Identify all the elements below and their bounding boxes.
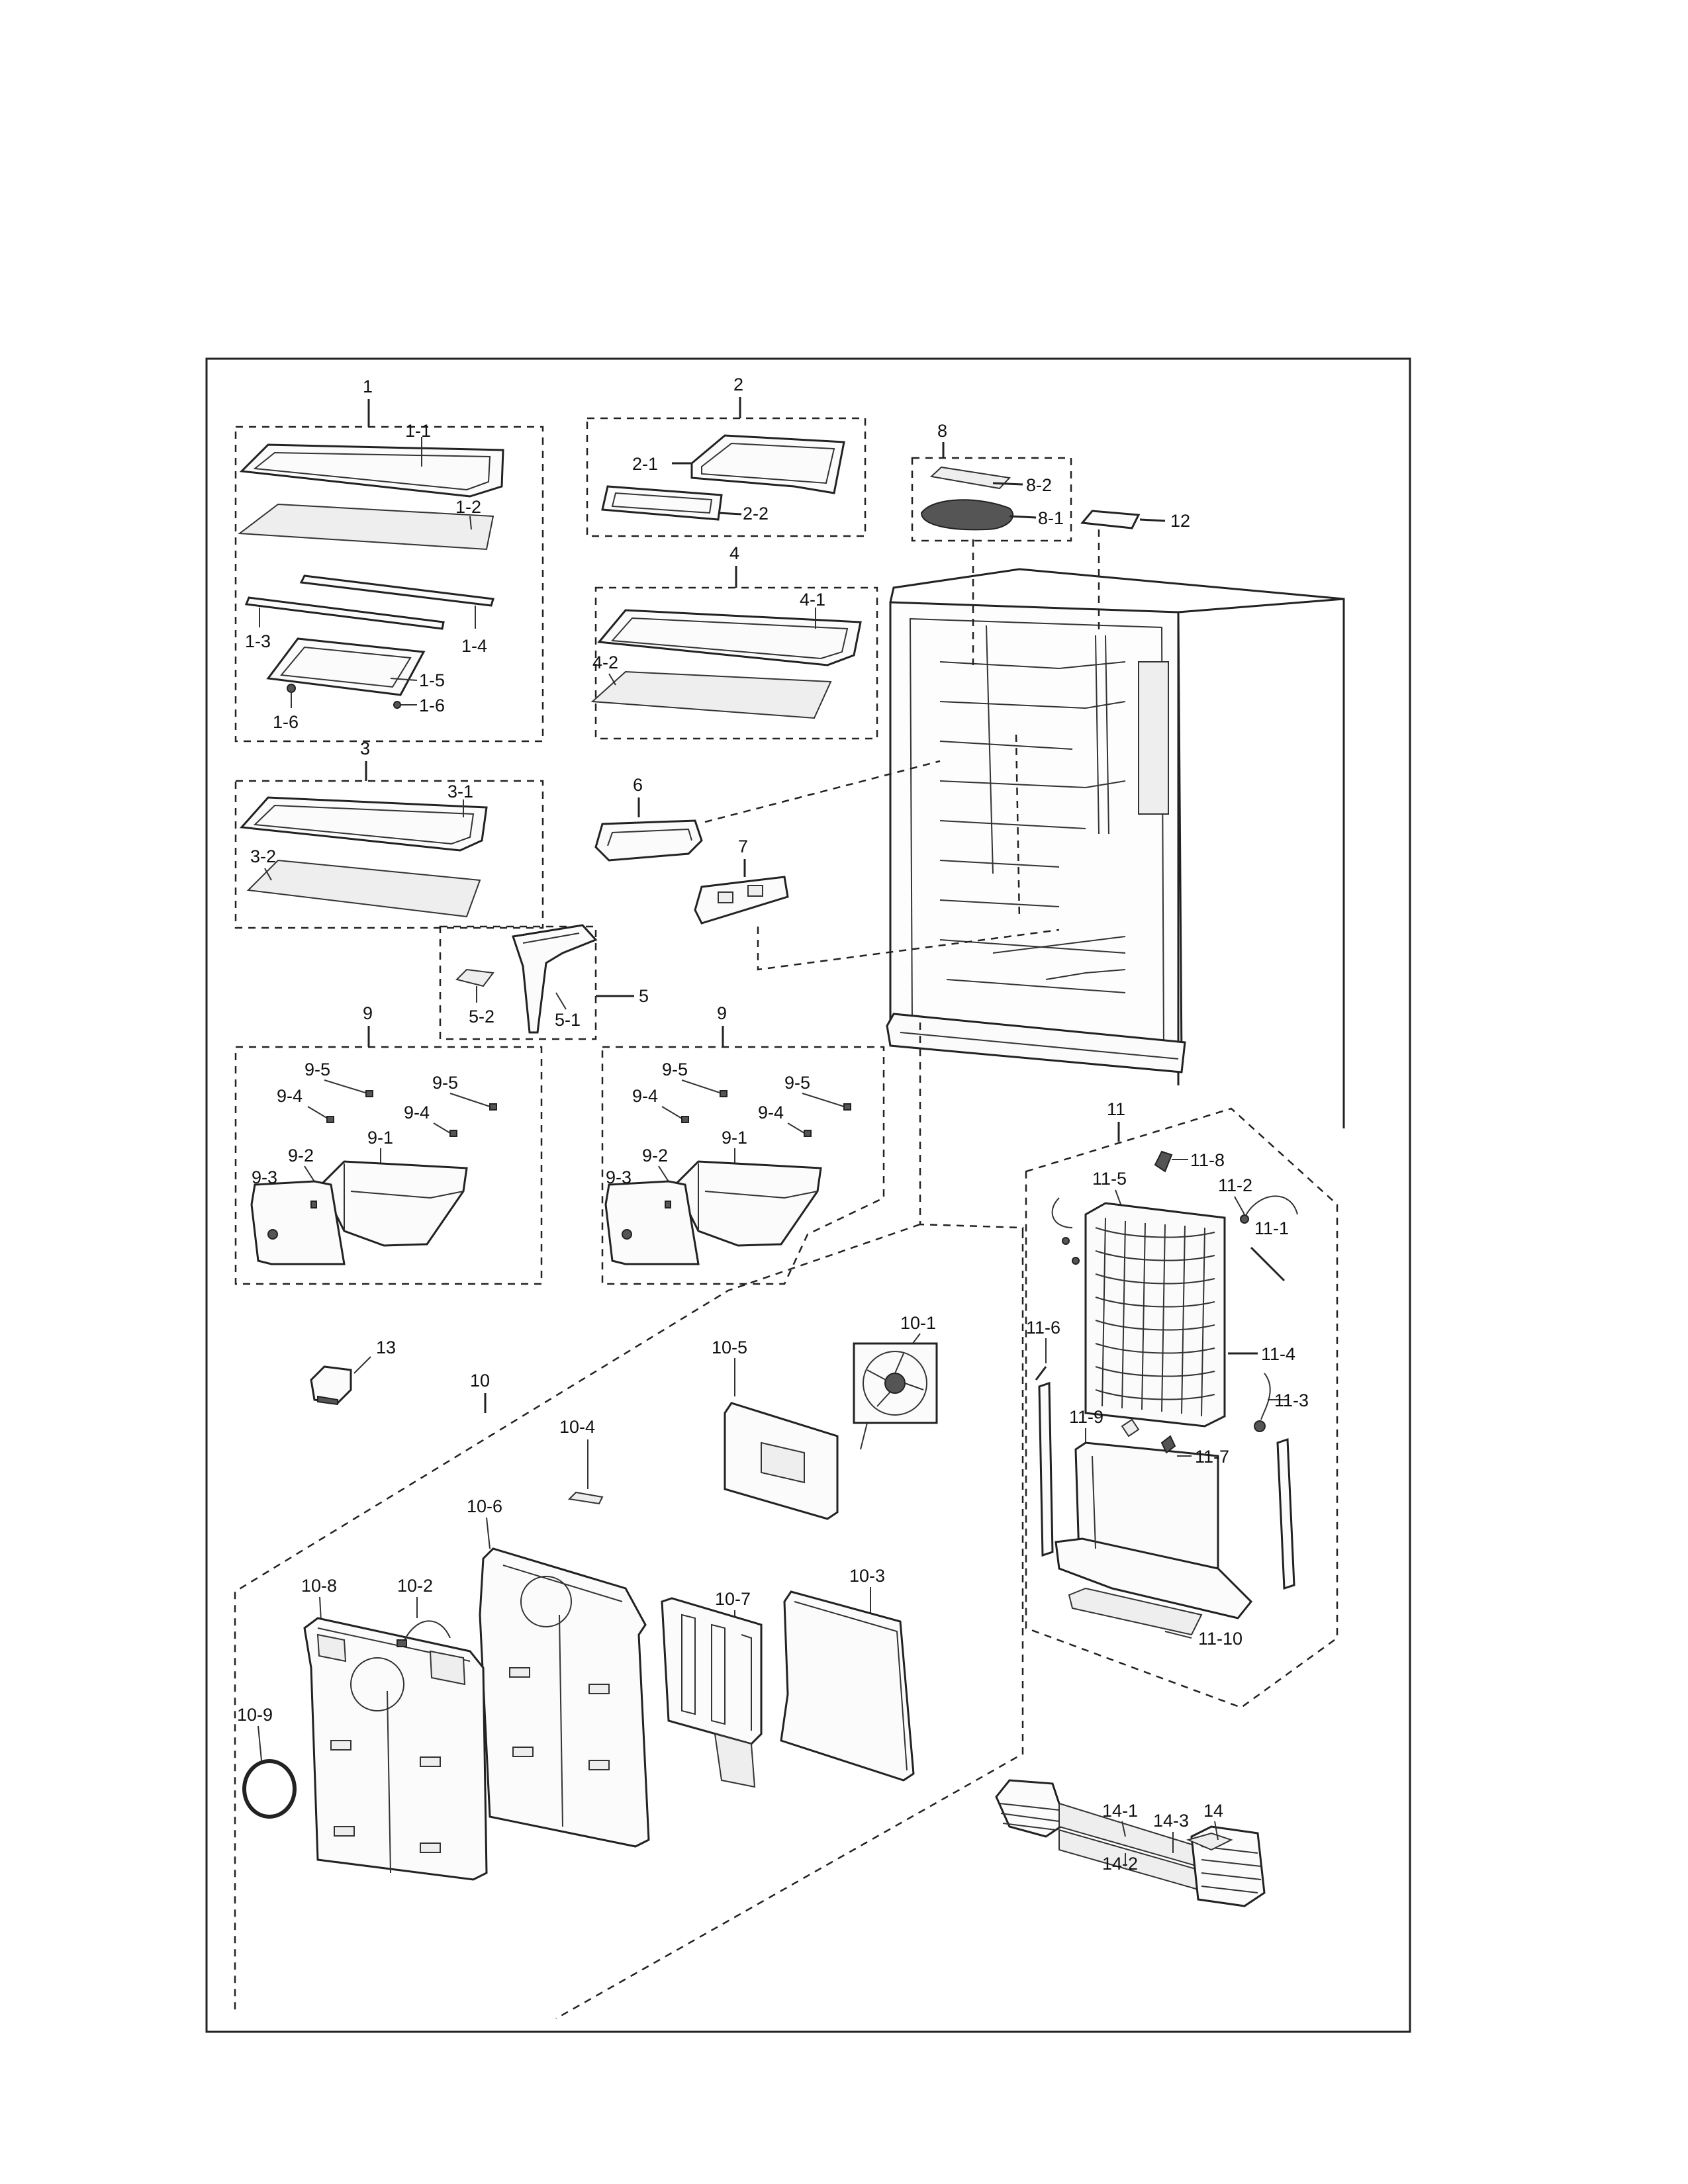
label-10-1: 10-1 [900, 1313, 936, 1333]
label-11-10: 11-10 [1198, 1629, 1243, 1649]
part-12: 12 [1080, 510, 1190, 531]
group-8: 8 8-2 8-1 [911, 421, 1072, 542]
label-9b: 9 [717, 1003, 727, 1023]
group-4-shelf: 4 4-1 4-2 [590, 543, 878, 740]
part-6: 6 [594, 775, 703, 862]
label-9-4d: 9-4 [758, 1103, 784, 1122]
label-5: 5 [639, 986, 649, 1006]
label-9-2a: 9-2 [288, 1146, 314, 1165]
label-14-3: 14-3 [1153, 1811, 1189, 1831]
label-9-4a: 9-4 [277, 1086, 303, 1106]
label-1-6a: 1-6 [273, 712, 299, 732]
label-9a: 9 [363, 1003, 373, 1023]
group-5: 5 5-1 5-2 [439, 924, 649, 1040]
group-3-shelf: 3 3-1 3-2 [234, 739, 544, 929]
label-5-2: 5-2 [469, 1007, 494, 1026]
label-12: 12 [1170, 511, 1190, 531]
label-9-5a: 9-5 [305, 1060, 330, 1079]
label-4-1: 4-1 [800, 590, 825, 610]
label-9-1b: 9-1 [722, 1128, 747, 1148]
part-7: 7 [694, 837, 789, 925]
label-5-1: 5-1 [555, 1010, 581, 1030]
label-11-1: 11-1 [1254, 1218, 1289, 1238]
group-11-evaporator: 11 11-8 11-5 11-2 11-1 [1025, 1099, 1338, 1709]
label-11-3: 11-3 [1274, 1390, 1309, 1410]
label-14-1: 14-1 [1102, 1801, 1138, 1821]
label-9-2b: 9-2 [642, 1146, 668, 1165]
label-4: 4 [729, 543, 739, 563]
label-10-5: 10-5 [712, 1338, 747, 1357]
label-3-2: 3-2 [250, 846, 276, 866]
label-2-2: 2-2 [743, 504, 769, 523]
label-10-7: 10-7 [715, 1589, 751, 1609]
label-9-4c: 9-4 [632, 1086, 658, 1106]
label-9-4b: 9-4 [404, 1103, 430, 1122]
label-11-9: 11-9 [1069, 1407, 1103, 1427]
label-11-8: 11-8 [1190, 1150, 1225, 1170]
label-1: 1 [363, 377, 373, 396]
label-4-2: 4-2 [592, 653, 618, 672]
label-8-2: 8-2 [1026, 475, 1052, 495]
leader-lines [234, 529, 1100, 2020]
part-13: 13 [310, 1338, 396, 1406]
label-9-5d: 9-5 [784, 1073, 810, 1093]
label-11: 11 [1107, 1099, 1125, 1119]
label-10-3: 10-3 [849, 1566, 885, 1586]
label-1-2: 1-2 [455, 497, 481, 517]
label-11-7: 11-7 [1195, 1447, 1229, 1467]
label-2-1: 2-1 [632, 454, 658, 474]
label-3: 3 [360, 739, 370, 758]
label-8-1: 8-1 [1038, 508, 1064, 528]
label-10-4: 10-4 [559, 1417, 595, 1437]
cabinet-body [886, 568, 1345, 1128]
label-14-2: 14-2 [1102, 1854, 1138, 1874]
label-1-5: 1-5 [419, 670, 445, 690]
group-10-fan-assembly: 10 10-1 10-5 10-4 10-6 10-7 [237, 1313, 938, 1881]
label-11-6: 11-6 [1026, 1318, 1060, 1338]
group-1-shelf: 1 1-1 1-2 1-3 1-4 1-5 1-6 1-6 [234, 377, 544, 743]
label-9-5c: 9-5 [662, 1060, 688, 1079]
group-9-right-drawer: 9 9-5 9-4 9-5 9-4 9-1 9-2 9-3 [601, 1003, 885, 1285]
label-9-1a: 9-1 [367, 1128, 393, 1148]
group-9-left-drawer: 9 9-5 9-4 9-5 9-4 9-1 9-2 9-3 [234, 1003, 543, 1285]
label-11-2: 11-2 [1218, 1175, 1252, 1195]
label-6: 6 [633, 775, 643, 795]
label-11-4: 11-4 [1261, 1344, 1295, 1364]
label-1-3: 1-3 [245, 631, 271, 651]
label-11-5: 11-5 [1092, 1169, 1127, 1189]
label-13: 13 [376, 1338, 396, 1357]
label-10: 10 [470, 1371, 490, 1390]
group-2-drawer: 2 2-1 2-2 [586, 375, 867, 537]
label-2: 2 [733, 375, 743, 394]
label-9-5b: 9-5 [432, 1073, 458, 1093]
label-1-1: 1-1 [405, 421, 431, 441]
label-14: 14 [1203, 1801, 1223, 1821]
label-8: 8 [937, 421, 947, 441]
group-14-duct: 14-1 14-3 14 14-2 [995, 1779, 1266, 1907]
label-10-9: 10-9 [237, 1705, 273, 1725]
label-10-6: 10-6 [467, 1496, 502, 1516]
label-10-2: 10-2 [397, 1576, 433, 1596]
diagram-frame [205, 357, 1411, 2033]
label-10-8: 10-8 [301, 1576, 337, 1596]
label-1-4: 1-4 [461, 636, 487, 656]
label-3-1: 3-1 [447, 782, 473, 801]
label-1-6b: 1-6 [419, 696, 445, 715]
label-7: 7 [738, 837, 748, 856]
